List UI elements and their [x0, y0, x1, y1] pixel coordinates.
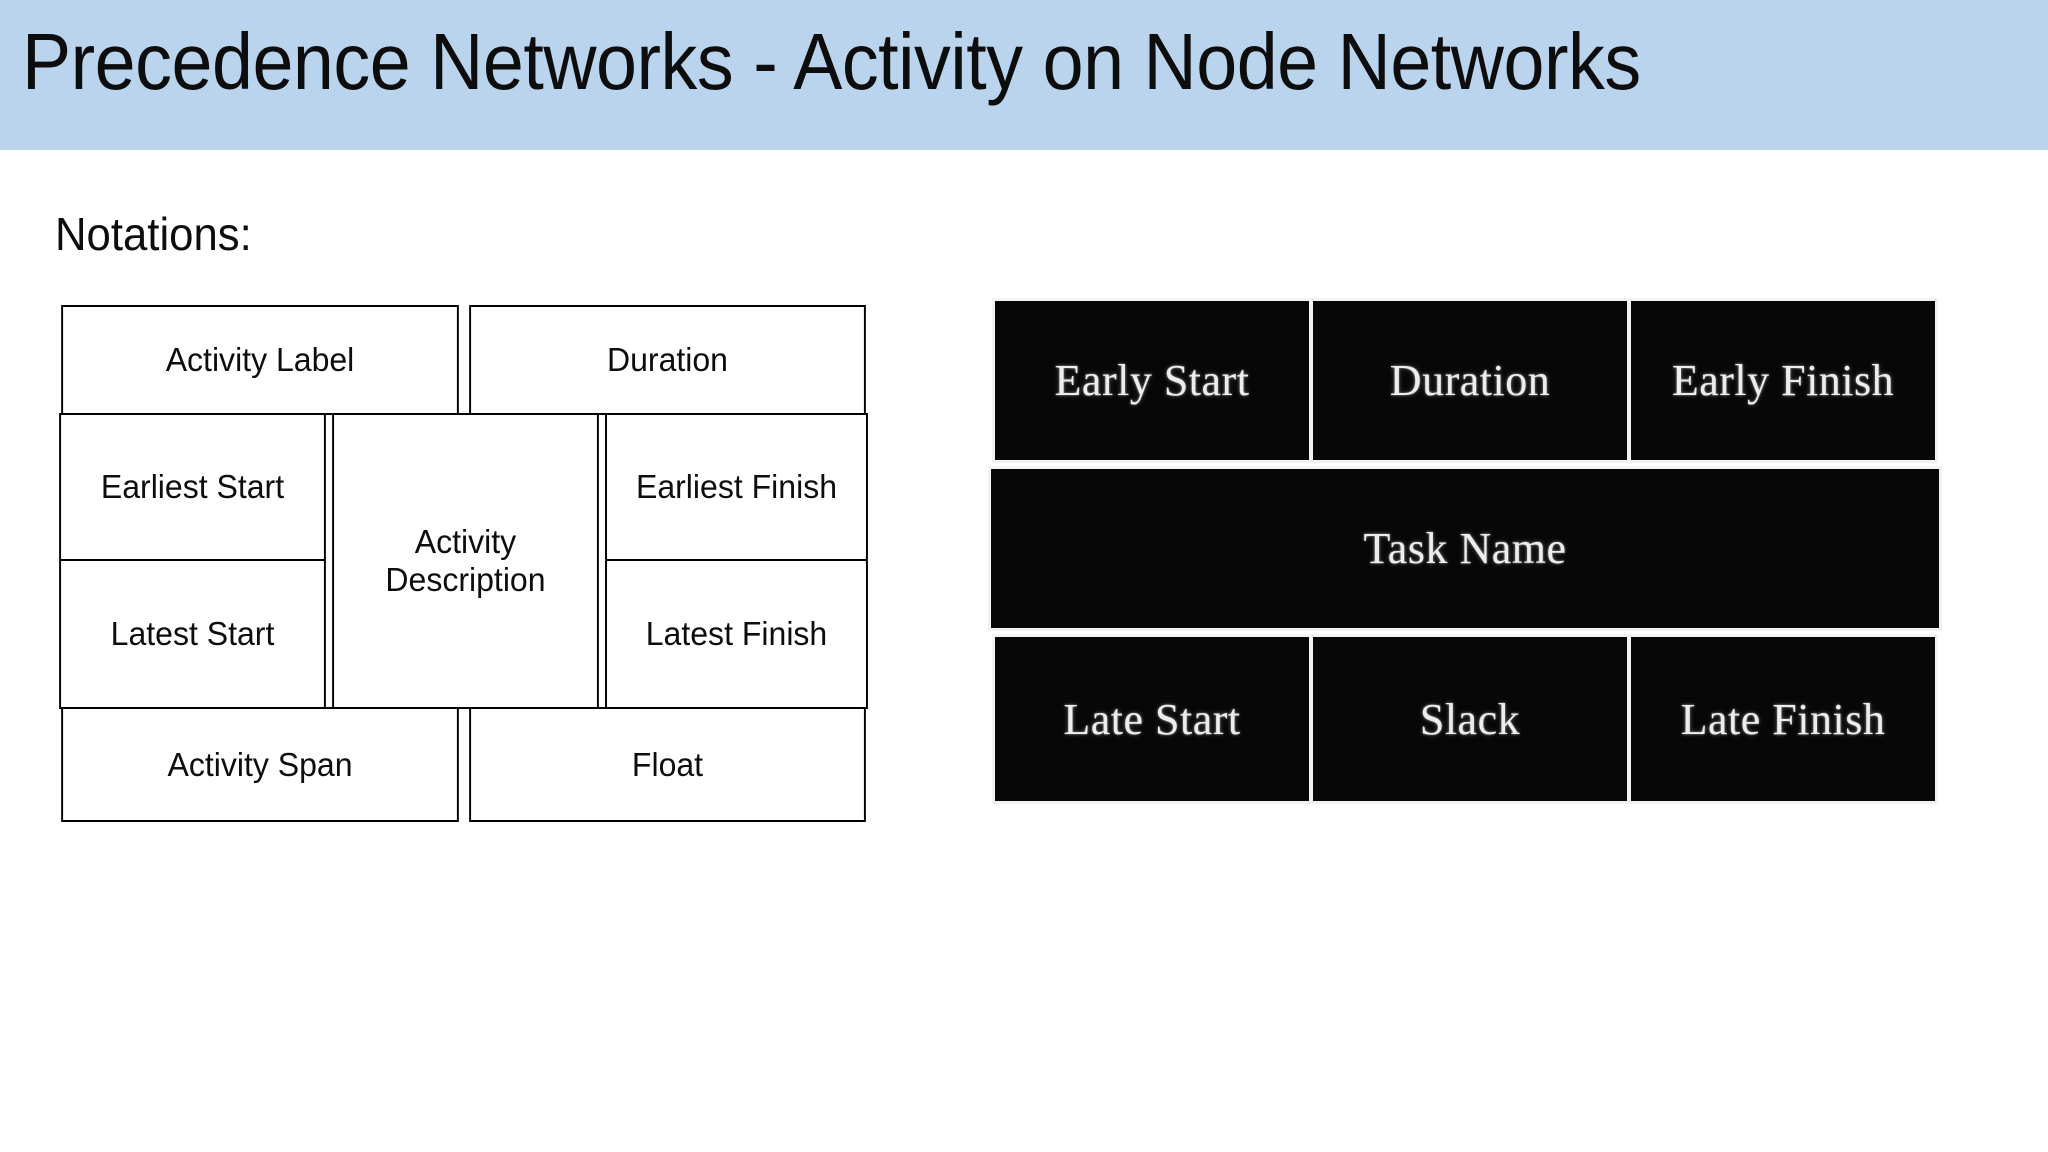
cell-duration: Duration: [469, 305, 866, 415]
node-cell-early-start: Early Start: [992, 298, 1312, 463]
cell-earliest-finish: Earliest Finish: [605, 413, 868, 561]
cell-activity-label: Activity Label: [61, 305, 459, 415]
node-cell-duration: Duration: [1310, 298, 1630, 463]
cell-latest-start: Latest Start: [59, 559, 326, 709]
notation-table: Activity Label Duration Earliest Start E…: [55, 305, 872, 822]
activity-description-line-2: Description: [385, 561, 546, 598]
title-banner: Precedence Networks - Activity on Node N…: [0, 0, 2048, 150]
cell-float: Float: [469, 707, 866, 822]
node-cell-task-name: Task Name: [988, 466, 1942, 631]
activity-description-line-1: Activity: [414, 523, 517, 561]
section-heading-notations: Notations:: [55, 208, 252, 260]
node-cell-slack: Slack: [1310, 634, 1630, 804]
cell-activity-span: Activity Span: [61, 707, 459, 822]
cell-latest-finish: Latest Finish: [605, 559, 868, 709]
page-title: Precedence Networks - Activity on Node N…: [22, 17, 1641, 106]
cell-earliest-start: Earliest Start: [59, 413, 326, 561]
node-cell-early-finish: Early Finish: [1628, 298, 1938, 463]
cell-activity-description: Activity Description: [332, 413, 599, 709]
node-cell-late-finish: Late Finish: [1628, 634, 1938, 804]
node-diagram: Early Start Duration Early Finish Task N…: [988, 298, 1942, 830]
node-cell-late-start: Late Start: [992, 634, 1312, 804]
